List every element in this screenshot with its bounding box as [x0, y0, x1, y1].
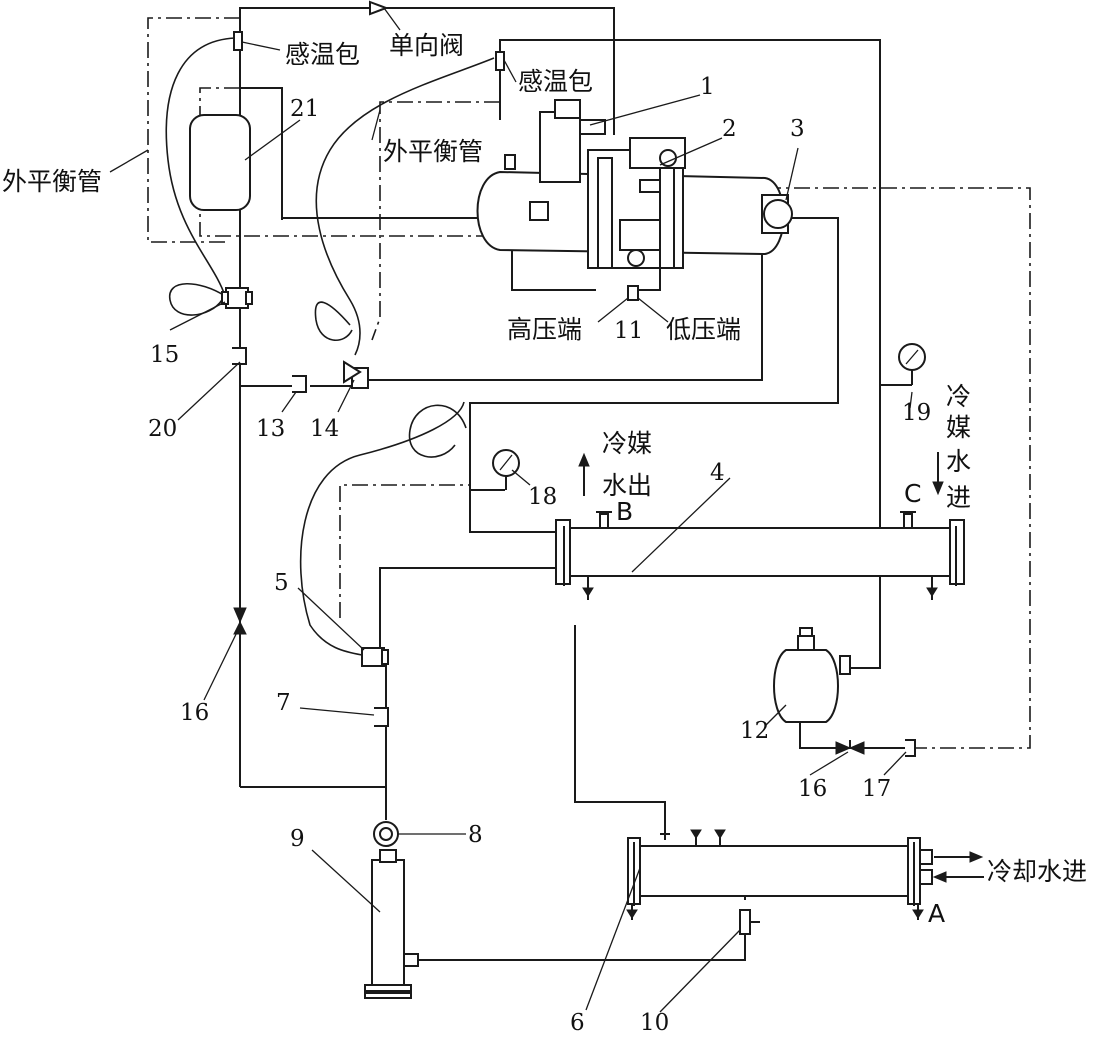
separator-12-icon	[773, 627, 851, 723]
component-7-icon	[374, 707, 389, 727]
label-chilled-water-out-2: 水出	[602, 471, 652, 500]
leader-lines	[109, 94, 913, 1013]
number-16-left: 16	[180, 700, 209, 726]
valve-14-icon	[343, 360, 369, 389]
check-valve-icon	[369, 0, 389, 16]
label-high-pressure: 高压端	[507, 315, 582, 344]
number-7: 7	[276, 690, 291, 716]
label-port-a: A	[928, 899, 945, 928]
component-10-icon	[739, 909, 751, 935]
number-18: 18	[528, 484, 557, 510]
label-sensor-bulb-right: 感温包	[518, 67, 593, 96]
number-5: 5	[274, 570, 289, 596]
number-14: 14	[310, 416, 339, 442]
number-10: 10	[640, 1010, 669, 1036]
label-chilled-water-in-4: 进	[946, 483, 971, 512]
number-20: 20	[148, 416, 177, 442]
label-chilled-water-in-1: 冷	[946, 382, 971, 411]
flow-arrows	[578, 452, 984, 883]
label-port-c: C	[904, 479, 921, 508]
label-port-b: B	[616, 497, 633, 526]
component-17-icon	[905, 739, 916, 757]
text-labels: 感温包 单向阀 感温包 外平衡管 外平衡管 高压端 低压端 冷媒 水出 冷 媒 …	[2, 31, 1087, 928]
pressure-gauge-18-icon	[492, 449, 520, 490]
compressor-icon	[476, 99, 793, 269]
number-16-right: 16	[798, 776, 827, 802]
number-19: 19	[902, 400, 931, 426]
number-labels: 1 2 3 4 5 6 7 8 9 10 11 12 13 14 15 16 1…	[148, 74, 931, 1036]
condenser-icon	[626, 829, 933, 920]
number-11: 11	[614, 318, 643, 344]
label-sensor-bulb-left: 感温包	[285, 40, 360, 69]
valve-16-right-icon	[835, 740, 865, 755]
number-17: 17	[862, 776, 891, 802]
number-3: 3	[790, 116, 805, 142]
label-chilled-water-in-3: 水	[946, 447, 971, 476]
number-15: 15	[150, 342, 179, 368]
component-11-icon	[627, 285, 639, 301]
component-13-icon	[292, 375, 307, 393]
component-20-icon	[232, 347, 247, 365]
expansion-valve-5-icon	[361, 647, 389, 667]
expansion-valve-15-icon	[221, 287, 253, 309]
evaporator-4-icon	[555, 511, 965, 600]
label-chilled-water-in-2: 媒	[946, 413, 971, 442]
sight-glass-8-icon	[373, 821, 399, 847]
valve-16-left-icon	[233, 607, 247, 635]
receiver-tank-9-icon	[364, 849, 419, 999]
label-chilled-water-out-1: 冷媒	[602, 429, 652, 458]
number-4: 4	[710, 460, 725, 486]
number-21: 21	[290, 96, 319, 122]
number-2: 2	[722, 116, 737, 142]
label-low-pressure: 低压端	[666, 315, 741, 344]
number-12: 12	[740, 718, 769, 744]
label-ext-balance-mid: 外平衡管	[383, 137, 483, 166]
number-1: 1	[700, 74, 715, 100]
number-13: 13	[256, 416, 285, 442]
label-check-valve: 单向阀	[389, 31, 464, 60]
pressure-gauge-19-icon	[898, 343, 926, 371]
number-6: 6	[570, 1010, 585, 1036]
sensor-bulb-right-icon	[495, 51, 505, 71]
label-cooling-water-in: 冷却水进	[987, 857, 1087, 886]
component-21-box	[189, 114, 251, 211]
label-ext-balance-left: 外平衡管	[2, 167, 102, 196]
number-8: 8	[468, 822, 483, 848]
sensor-bulb-left-icon	[233, 31, 243, 51]
number-9: 9	[290, 826, 305, 852]
